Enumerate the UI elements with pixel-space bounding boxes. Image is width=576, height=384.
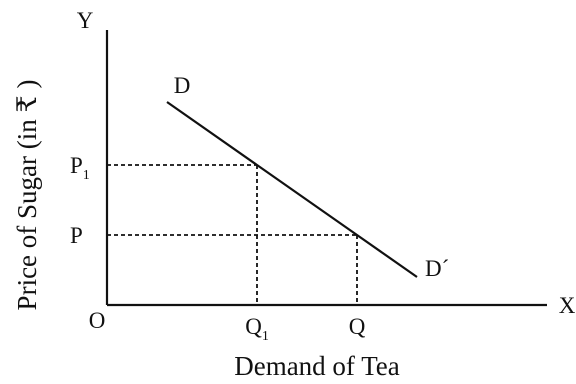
guide-lines	[107, 164, 358, 305]
series	[166, 101, 418, 278]
x-axis-letter: X	[559, 293, 576, 318]
axes	[105, 30, 547, 307]
demand-curve-line	[166, 101, 418, 278]
y-axis-letter: Y	[77, 8, 94, 33]
y-tick-label-0: P1	[70, 153, 90, 183]
origin-label: O	[89, 308, 106, 333]
x-tick-label-1: Q	[349, 314, 366, 339]
x-axis-title: Demand of Tea	[234, 351, 400, 379]
y-tick-label-1: P	[70, 223, 83, 248]
y-tick-label-0-subscript: 1	[83, 168, 90, 183]
series-end-label: D´	[425, 256, 449, 281]
x-tick-label-0: Q1	[245, 314, 269, 344]
tick-labels: Q1 Q P1P	[70, 153, 366, 344]
series-start-label: D	[174, 73, 191, 98]
y-axis-title: Price of Sugar (in ₹ )	[12, 80, 42, 311]
x-tick-label-0-subscript: 1	[262, 329, 269, 344]
